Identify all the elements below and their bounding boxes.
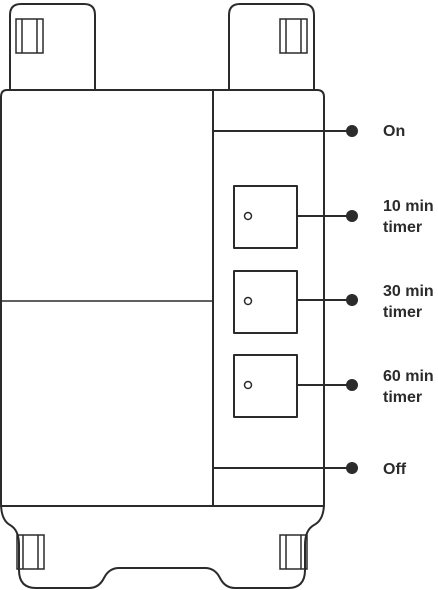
- callout-label-on-text: On: [383, 123, 406, 140]
- callout-label-on: On: [383, 121, 405, 142]
- callout-dot-10: [346, 210, 358, 222]
- top-right-mounting-tab: [228, 3, 315, 91]
- callout-label-off: Off: [383, 459, 406, 480]
- indicator-light-30: [243, 296, 253, 306]
- callout-label-30-line1: 30 min: [383, 283, 434, 300]
- timer-button-60: [233, 354, 298, 418]
- callout-label-30-line2: timer: [383, 304, 423, 321]
- device-body-outline: [0, 89, 325, 589]
- indicator-light-10: [243, 211, 253, 221]
- callout-label-30-min: 30 min timer: [383, 281, 434, 323]
- callout-label-off-text: Off: [383, 461, 407, 478]
- callout-label-60-line1: 60 min: [383, 368, 434, 385]
- callout-label-10-min: 10 min timer: [383, 196, 434, 238]
- indicator-light-60: [243, 380, 253, 390]
- timer-button-10: [233, 185, 298, 249]
- timer-button-30: [233, 270, 298, 334]
- callout-dot-30: [346, 294, 358, 306]
- callout-label-10-line2: timer: [383, 219, 423, 236]
- top-left-mounting-tab: [9, 3, 96, 91]
- callout-dot-off: [346, 462, 358, 474]
- callout-label-10-line1: 10 min: [383, 198, 434, 215]
- callout-label-60-line2: timer: [383, 389, 423, 406]
- top-left-clip: [15, 18, 44, 54]
- bottom-left-clip: [16, 534, 45, 570]
- callout-label-60-min: 60 min timer: [383, 366, 434, 408]
- bottom-right-clip: [279, 534, 308, 570]
- top-right-clip: [279, 18, 308, 54]
- callout-dot-on: [346, 125, 358, 137]
- callout-dot-60: [346, 379, 358, 391]
